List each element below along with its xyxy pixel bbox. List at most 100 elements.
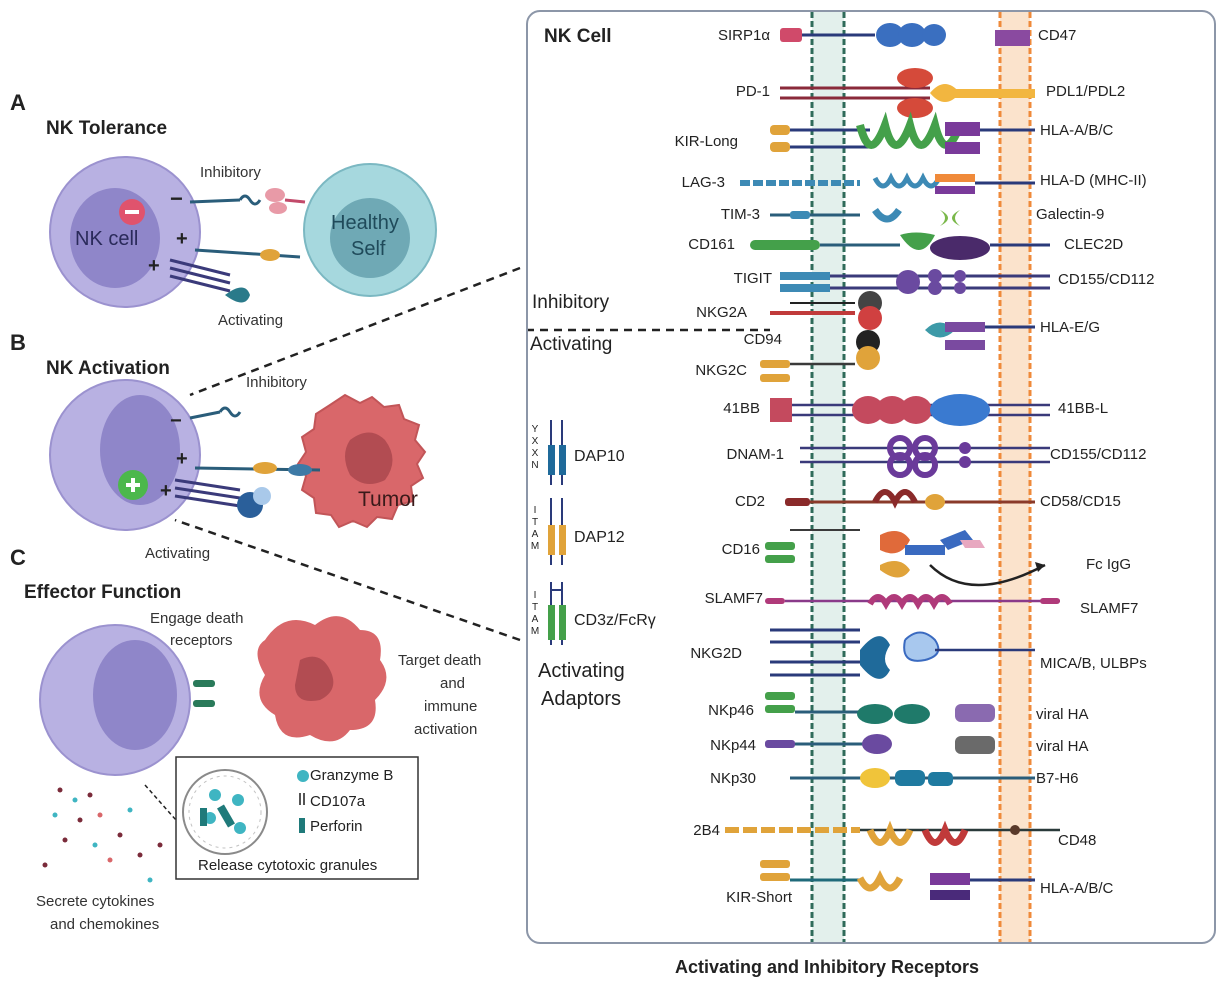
ligand-cd58-cd15: CD58/CD15 [1040, 493, 1121, 510]
panel-a-minus: − [170, 186, 183, 211]
receptor-left-slamf7: SLAMF7 [704, 590, 763, 607]
granzyme-icon [297, 770, 309, 782]
receptor-left-cd16: CD16 [721, 541, 760, 558]
target-death-2: and [440, 675, 466, 692]
ligand-41bb-l: 41BB-L [1058, 400, 1109, 417]
receptor-left-tim3: TIM-3 [720, 206, 760, 223]
nk-cell-label: NK cell [75, 228, 139, 250]
receptor-glyphs [725, 23, 1060, 900]
panel-c-letter: C [10, 545, 26, 570]
dap10-label: DAP10 [574, 448, 625, 465]
legend-granzyme: Granzyme B [310, 767, 394, 784]
ligand-hla-d: HLA-D (MHC-II) [1040, 172, 1147, 189]
adaptor-glyphs [548, 420, 566, 645]
adaptors-title-2: Adaptors [541, 688, 622, 710]
target-death-3: immune [424, 698, 478, 715]
zoom-line-bottom [174, 518, 521, 642]
panel-a-plus-2: + [148, 255, 160, 277]
receptor-left-41bb: 41BB [723, 400, 760, 417]
figure-caption: Activating and Inhibitory Receptors [675, 957, 980, 977]
receptor-left-dnam1: DNAM-1 [726, 446, 784, 463]
secrete-label-1: Secrete cytokines [36, 893, 155, 910]
ligand-viral-ha-2: viral HA [1036, 738, 1089, 755]
perforin-icon [299, 818, 305, 833]
inhibitory-section-label: Inhibitory [532, 292, 610, 313]
panel-b-inhibitory: Inhibitory [246, 374, 307, 391]
receptor-left-2b4: 2B4 [693, 822, 720, 839]
cd3z-label: CD3z/FcRγ [574, 612, 656, 629]
panel-a-letter: A [10, 90, 26, 115]
ligand-cd155-cd112-2: CD155/CD112 [1050, 446, 1147, 463]
engage-label-2: receptors [170, 632, 233, 649]
ligand-clec2d: CLEC2D [1064, 236, 1124, 253]
ligand-pdl1-pdl2: PDL1/PDL2 [1046, 83, 1126, 100]
nk-membrane [812, 12, 844, 942]
cytokine-dots [42, 787, 163, 883]
panel-b-activating: Activating [145, 545, 211, 562]
receptor-left-nkg2d: NKG2D [690, 645, 742, 662]
panel-c-title: Effector Function [24, 582, 182, 603]
nk-nucleus-b [100, 395, 180, 505]
panel-a-activating: Activating [218, 312, 284, 329]
receptor-left-tigit: TIGIT [733, 270, 772, 287]
adaptors-title-1: Activating [538, 660, 625, 682]
ligand-cd155-cd112-1: CD155/CD112 [1058, 271, 1155, 288]
cd107a-icon [299, 793, 301, 805]
panel-b-title: NK Activation [46, 358, 170, 379]
panel-a-title: NK Tolerance [46, 118, 168, 139]
healthy-label-2: Self [351, 238, 386, 260]
panel-a-inhibitory: Inhibitory [200, 164, 261, 181]
receptor-left-sirp1a: SIRP1α [717, 27, 770, 44]
ligand-slamf7: SLAMF7 [1080, 600, 1139, 617]
legend-cd107a: CD107a [310, 793, 366, 810]
receptor-left-nkg2a: NKG2A [696, 304, 747, 321]
receptor-left-kir-short: KIR-Short [726, 889, 792, 906]
receptor-left-cd161: CD161 [688, 236, 735, 253]
healthy-nucleus [330, 198, 410, 278]
panel-a-graphic [49, 156, 437, 308]
nk-nucleus-c [93, 640, 177, 750]
panel-a-plus-1: + [176, 228, 188, 250]
panel-b-plus-1: + [176, 448, 188, 470]
receptor-left-cd94: CD94 [743, 331, 782, 348]
receptor-left-nkp30: NKp30 [710, 770, 756, 787]
receptor-left-kir-long: KIR-Long [674, 133, 738, 150]
secrete-label-2: and chemokines [50, 916, 160, 933]
engage-label-1: Engage death [150, 610, 244, 627]
tumor-label: Tumor [358, 488, 418, 511]
panel-b-plus-2: + [160, 480, 172, 502]
membranes [526, 12, 1032, 942]
ligand-hla-eg: HLA-E/G [1040, 319, 1101, 336]
tumor-nucleus [345, 432, 393, 484]
ligand-hla-abc-1: HLA-A/B/C [1040, 122, 1114, 139]
release-label: Release cytotoxic granules [198, 857, 378, 874]
dap12-label: DAP12 [574, 529, 625, 546]
panel-b-letter: B [10, 330, 26, 355]
panel-c-graphic [39, 616, 419, 883]
activating-section-label: Activating [530, 334, 613, 355]
receptor-panel [526, 10, 1216, 944]
receptor-left-lag3: LAG-3 [681, 174, 725, 191]
ligand-mica-ulbps: MICA/B, ULBPs [1040, 655, 1147, 672]
healthy-label-1: Healthy [331, 212, 399, 234]
target-membrane [1000, 12, 1030, 942]
receptor-left-pd1: PD-1 [735, 83, 770, 100]
receptor-left-nkp46: NKp46 [708, 702, 754, 719]
receptor-left-nkg2c: NKG2C [695, 362, 747, 379]
ligand-cd47: CD47 [1038, 27, 1077, 44]
receptor-left-cd2: CD2 [734, 493, 765, 510]
ligand-hla-abc-2: HLA-A/B/C [1040, 880, 1114, 897]
panel-b-minus: − [170, 410, 182, 432]
panel-b-graphic [49, 379, 427, 531]
panel-title-nk-cell: NK Cell [544, 26, 612, 47]
receptor-left-nkp44: NKp44 [710, 737, 756, 754]
target-death-1: Target death [398, 652, 482, 669]
ligand-b7h6: B7-H6 [1036, 770, 1079, 787]
ligand-cd48: CD48 [1058, 832, 1097, 849]
legend-perforin: Perforin [310, 818, 363, 835]
ligand-fc-igg: Fc IgG [1086, 556, 1132, 573]
